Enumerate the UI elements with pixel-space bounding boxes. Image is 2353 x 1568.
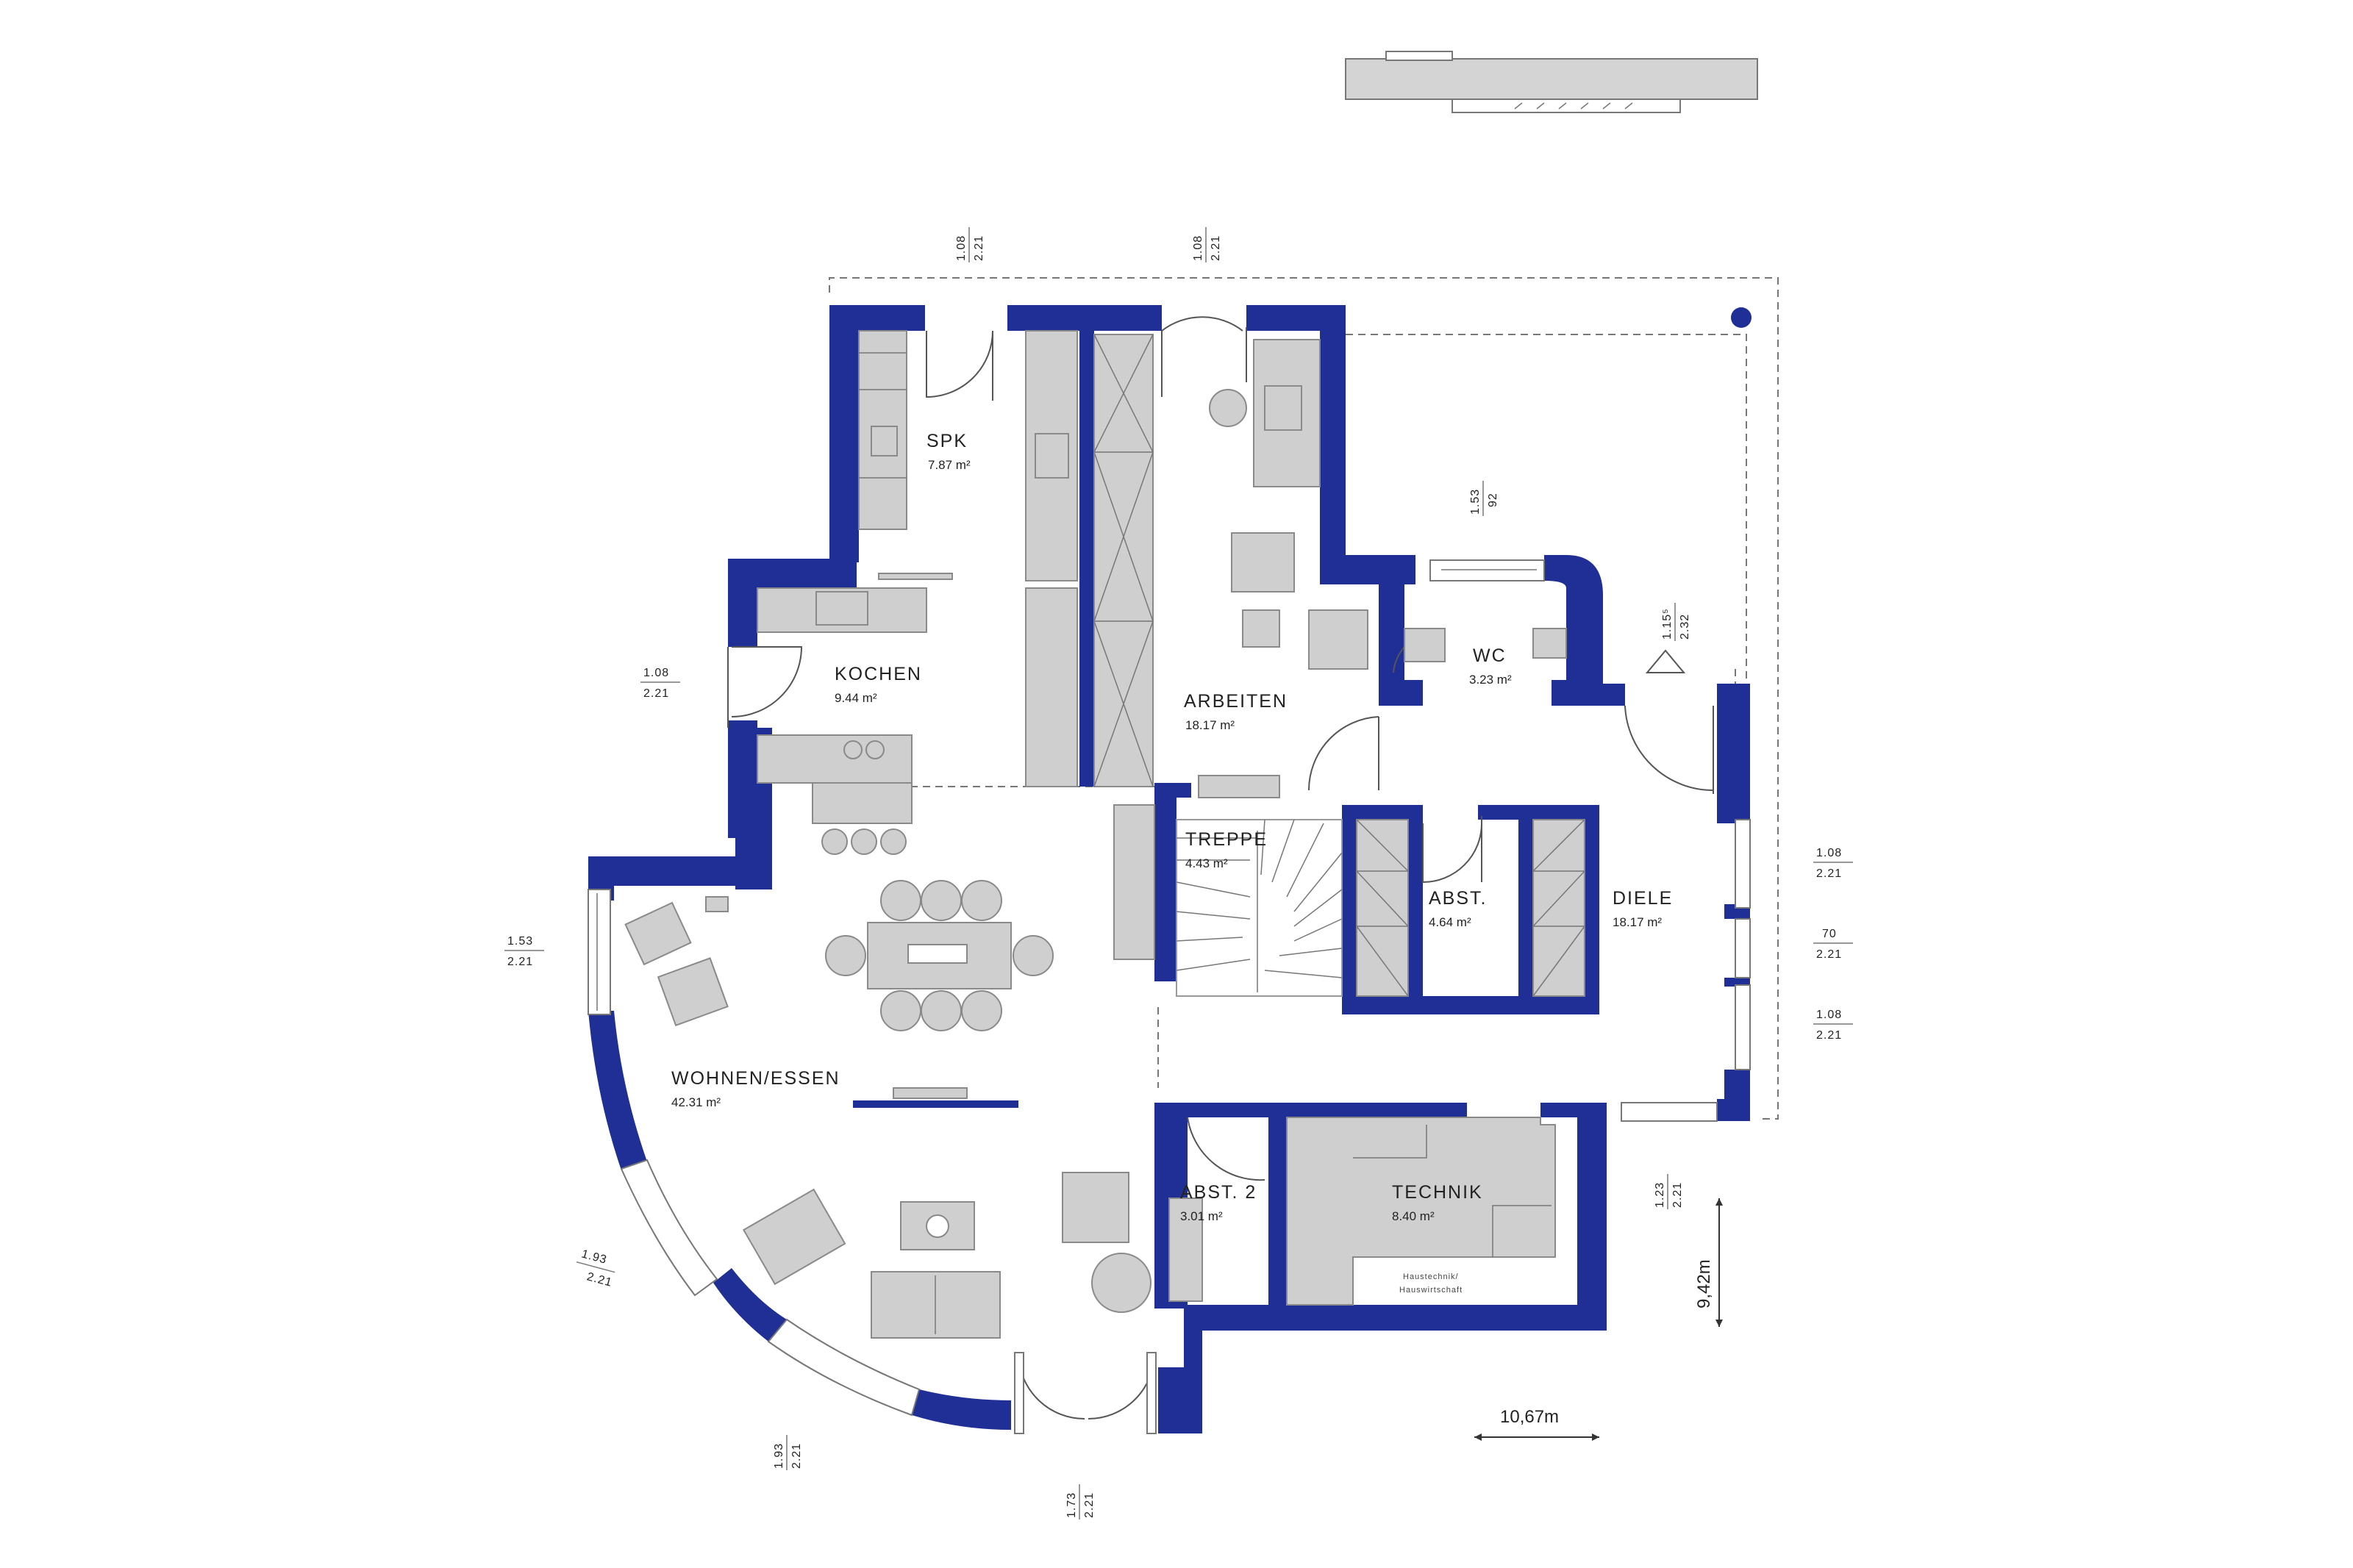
dim-top-arbeiten-a: 1.08 <box>1192 235 1204 261</box>
technik-label-line2: Hauswirtschaft <box>1399 1286 1463 1295</box>
room-labels: SPK 7.87 m² KOCHEN 9.44 m² ARBEITEN 18.1… <box>671 431 1673 1295</box>
dim-technik-right-b: 2.21 <box>1671 1182 1684 1208</box>
dim-door-bottom-b: 2.21 <box>1083 1492 1096 1518</box>
overall-width-label: 10,67m <box>1500 1407 1559 1427</box>
room-area-technik: 8.40 m² <box>1392 1209 1435 1223</box>
dim-diele-r1-b: 2.21 <box>1816 867 1842 880</box>
room-name-kochen: KOCHEN <box>835 664 922 684</box>
dim-diele-r1-a: 1.08 <box>1816 847 1842 859</box>
doors <box>727 316 1714 1434</box>
room-area-kochen: 9.44 m² <box>835 691 877 705</box>
dim-wohnen-left-b: 2.21 <box>507 956 533 968</box>
windows <box>588 559 1751 1417</box>
dim-kochen-left-b: 2.21 <box>643 687 669 700</box>
dim-technik-right-a: 1.23 <box>1654 1182 1666 1208</box>
dim-diele-r3-a: 1.08 <box>1816 1009 1842 1021</box>
room-area-treppe: 4.43 m² <box>1185 856 1228 870</box>
room-name-spk: SPK <box>926 431 968 451</box>
dim-diele-r3-b: 2.21 <box>1816 1029 1842 1042</box>
dim-entrance-a: 1.15⁵ <box>1661 608 1674 640</box>
room-area-wohnen: 42.31 m² <box>671 1095 721 1109</box>
room-area-wc: 3.23 m² <box>1469 673 1512 687</box>
room-name-abst2: ABST. 2 <box>1180 1182 1257 1203</box>
room-area-diele: 18.17 m² <box>1613 915 1662 929</box>
room-name-diele: DIELE <box>1613 888 1673 909</box>
room-area-arbeiten: 18.17 m² <box>1185 718 1235 732</box>
column-icon <box>1731 307 1752 328</box>
room-area-abst: 4.64 m² <box>1429 915 1471 929</box>
room-area-spk: 7.87 m² <box>928 458 971 472</box>
dim-terrace-a: 1.53 <box>1469 489 1482 515</box>
room-name-treppe: TREPPE <box>1185 829 1268 850</box>
entrance-arrow-icon <box>1645 649 1686 673</box>
dim-diele-r2-b: 2.21 <box>1816 948 1842 961</box>
furniture <box>624 330 1585 1339</box>
room-name-wohnen: WOHNEN/ESSEN <box>671 1068 840 1089</box>
dim-terrace-b: 92 <box>1487 493 1499 507</box>
dim-kochen-left-a: 1.08 <box>643 667 669 679</box>
dim-top-spk-a: 1.08 <box>955 235 968 261</box>
room-name-abst: ABST. <box>1429 888 1487 909</box>
room-area-abst2: 3.01 m² <box>1180 1209 1223 1223</box>
elevation-strip <box>1345 51 1758 113</box>
dim-bay-left-b: 2.21 <box>585 1270 613 1289</box>
room-name-arbeiten: ARBEITEN <box>1184 691 1288 712</box>
dim-wohnen-left-a: 1.53 <box>507 935 533 948</box>
dim-door-bottom-a: 1.73 <box>1065 1492 1078 1518</box>
walls <box>588 305 1750 1433</box>
room-name-wc: WC <box>1473 645 1507 666</box>
technik-label-line1: Haustechnik/ <box>1403 1272 1459 1281</box>
dim-entrance-b: 2.32 <box>1679 614 1691 640</box>
dim-diele-r2-a: 70 <box>1822 928 1837 940</box>
room-name-technik: TECHNIK <box>1392 1182 1483 1203</box>
dim-bay-bottom-a: 1.93 <box>773 1443 785 1469</box>
dim-top-spk-b: 2.21 <box>973 235 985 261</box>
overall-depth-label: 9,42m <box>1694 1259 1714 1309</box>
dim-bay-bottom-b: 2.21 <box>790 1443 803 1469</box>
dim-top-arbeiten-b: 2.21 <box>1210 235 1222 261</box>
overall-width: 10,67m <box>1474 1407 1599 1441</box>
overall-depth: 9,42m <box>1694 1198 1723 1327</box>
dimension-labels: 1.08 2.21 1.08 2.21 1.53 92 1.15⁵ 2.32 1… <box>504 227 1853 1519</box>
staircase <box>1176 819 1343 997</box>
